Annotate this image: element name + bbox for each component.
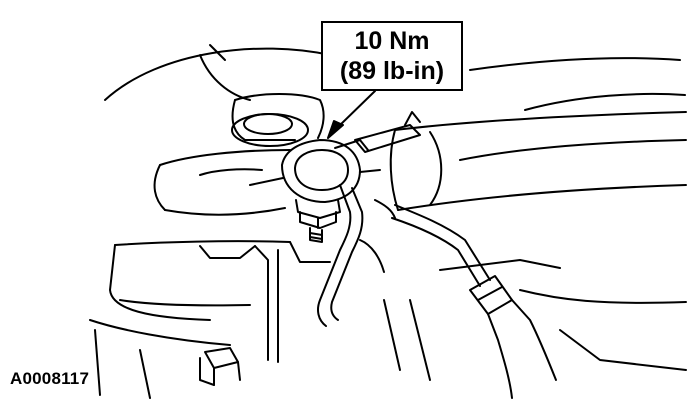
brake-line	[317, 184, 491, 327]
background-contours	[104, 44, 686, 111]
mounting-bracket	[249, 139, 381, 203]
callout-leader	[327, 90, 376, 139]
lower-components	[89, 239, 687, 399]
flange-nut	[295, 199, 341, 229]
threaded-stud	[309, 227, 323, 243]
lower-plate	[109, 240, 331, 363]
torque-callout: 10 Nm (89 lb-in)	[321, 21, 463, 91]
hose-tube	[389, 111, 687, 211]
brake-line-fitting	[469, 275, 557, 399]
torque-metric-label: 10 Nm	[354, 27, 430, 55]
figure-id-label: A0008117	[10, 369, 90, 388]
lower-bolt	[199, 347, 241, 386]
upper-joint-housing	[153, 93, 325, 216]
torque-imperial-label: (89 lb-in)	[339, 57, 445, 85]
